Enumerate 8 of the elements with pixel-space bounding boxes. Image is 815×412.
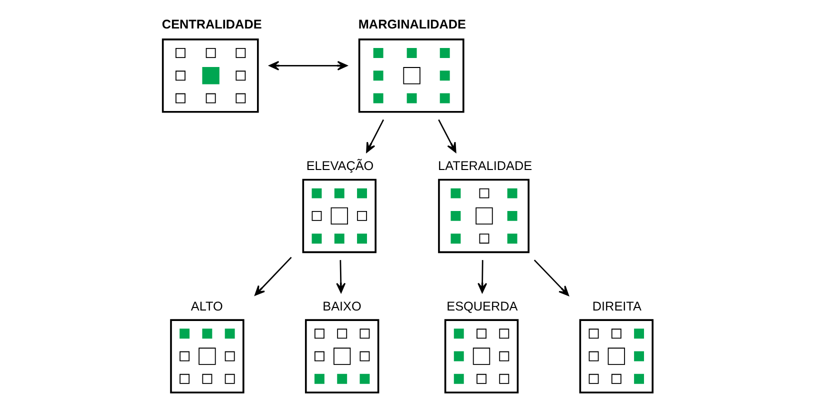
node-label: ALTO bbox=[190, 299, 223, 314]
node-label: MARGINALIDADE bbox=[358, 18, 466, 32]
node-label: DIREITA bbox=[592, 299, 642, 314]
node-label: BAIXO bbox=[322, 299, 362, 314]
node-label: ELEVAÇÃO bbox=[306, 158, 374, 173]
node-label: ESQUERDA bbox=[446, 299, 518, 314]
node-label: CENTRALIDADE bbox=[162, 18, 262, 32]
node-label: LATERALIDADE bbox=[438, 158, 532, 173]
